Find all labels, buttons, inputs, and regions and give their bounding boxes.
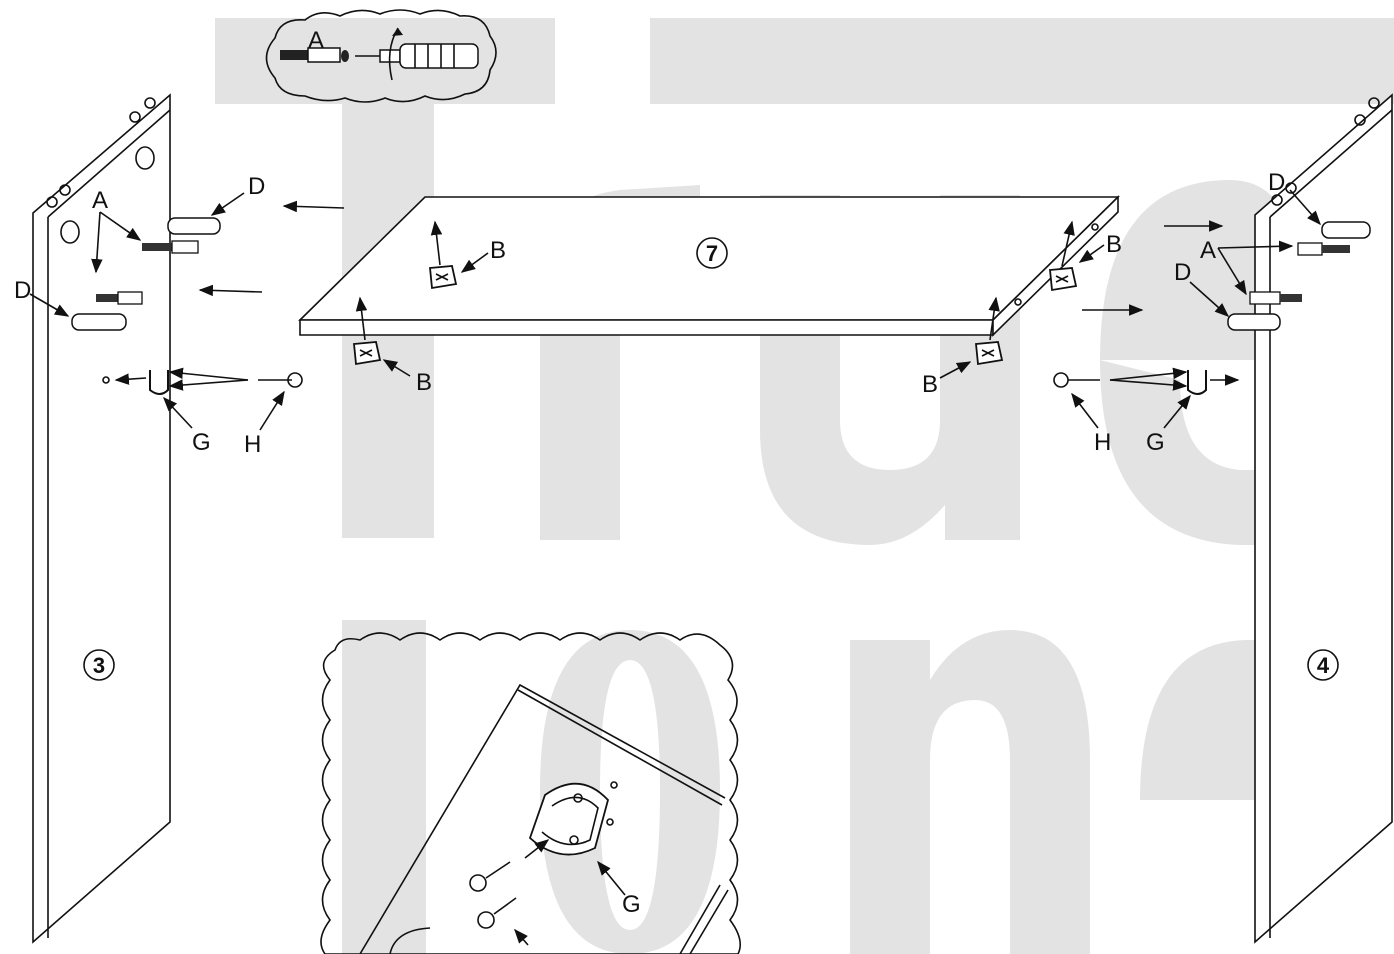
- label-D-left-top: D: [248, 173, 265, 200]
- label-D-right-top: D: [1268, 169, 1285, 196]
- panel-number-4: 4: [1317, 653, 1330, 678]
- watermark: [215, 18, 1394, 954]
- callout-leaders: [29, 189, 1321, 431]
- rail-bracket-inset: G: [320, 632, 741, 954]
- hardware-left: [71, 217, 303, 395]
- panel-number-7: 7: [706, 241, 718, 266]
- label-B-shelf-front-right: B: [922, 371, 938, 398]
- label-D-right-bottom: D: [1174, 259, 1191, 286]
- label-B-shelf-back-right: B: [1106, 231, 1122, 258]
- label-D-left-bottom: D: [14, 277, 31, 304]
- part-label-G: G: [622, 891, 641, 918]
- panel-number-3: 3: [93, 653, 105, 678]
- part-labels: D A D G H B B B B D A D H G: [14, 169, 1285, 458]
- label-B-shelf-front-left: B: [416, 369, 432, 396]
- shelf-panel: 7: [298, 195, 1120, 337]
- hardware-right: [1053, 221, 1371, 395]
- label-B-shelf-back-left: B: [490, 237, 506, 264]
- side-panel-left: 3: [32, 93, 171, 944]
- cam-bolt-inset: A: [265, 9, 497, 103]
- part-label-A: A: [308, 27, 324, 54]
- label-A-left: A: [92, 187, 108, 214]
- cam-locks: [353, 265, 1078, 366]
- label-A-right: A: [1200, 237, 1216, 264]
- label-H-left: H: [244, 431, 261, 458]
- label-G-left: G: [192, 429, 211, 456]
- direction-arrows: [114, 200, 1240, 391]
- label-H-right: H: [1094, 429, 1111, 456]
- side-panel-right: 4: [1254, 93, 1393, 944]
- label-G-right: G: [1146, 429, 1165, 456]
